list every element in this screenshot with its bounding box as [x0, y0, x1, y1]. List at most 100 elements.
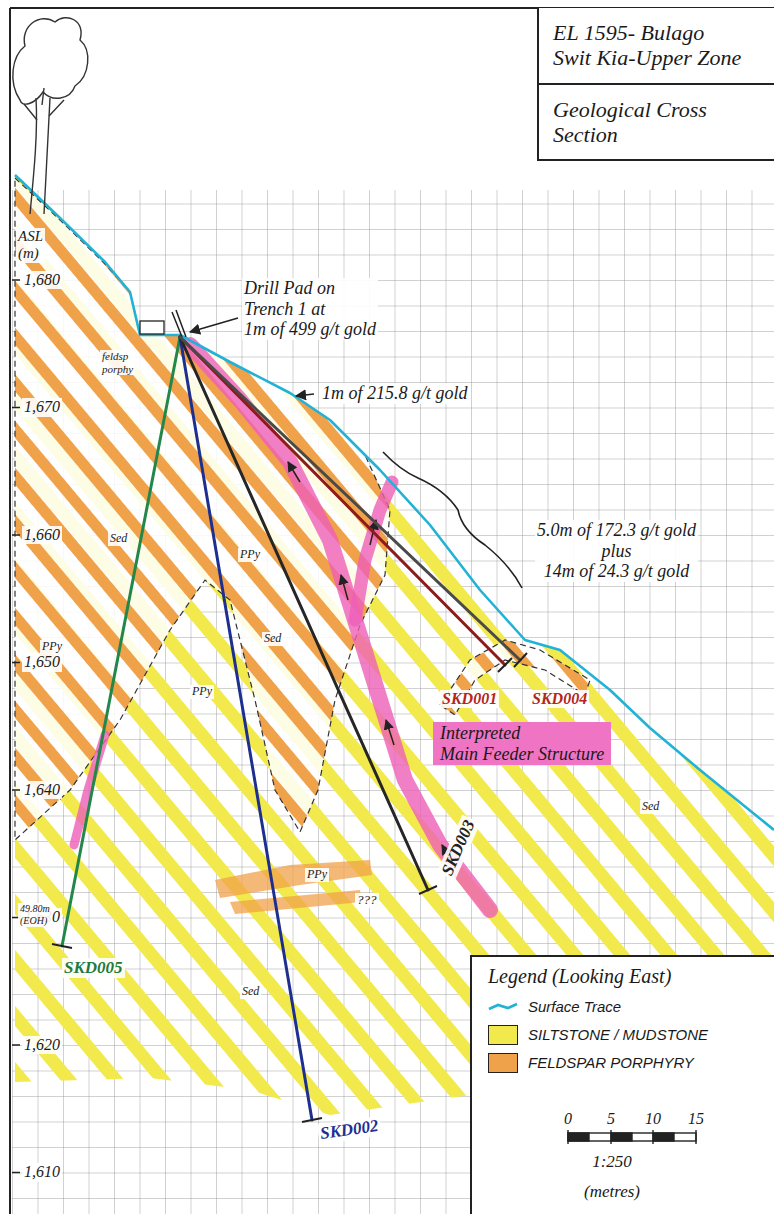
scale-ticks — [568, 1130, 696, 1144]
text-line: Interpreted — [440, 723, 520, 744]
rock-annotation: Sed — [262, 632, 283, 646]
end-tick — [419, 886, 437, 894]
text-line: (EOH) — [20, 915, 47, 927]
leader-arrow — [190, 318, 238, 332]
rock-annotation: Sed — [240, 985, 261, 999]
hole-label: SKD001 — [440, 690, 499, 708]
porphyry-sill — [230, 890, 362, 914]
hole-label: SKD003 — [436, 815, 479, 880]
rock-annotation: feldsp porphy — [100, 350, 135, 375]
elevation-label: 1,610 — [22, 1163, 62, 1181]
legend-swatch — [488, 1053, 518, 1073]
legend-swatch — [488, 1025, 518, 1045]
subtitle-text: Geological Cross Section — [539, 85, 774, 160]
hole-label: SKD004 — [530, 690, 589, 708]
text-line: 1m of 499 g/t gold — [244, 319, 376, 340]
drill-hole — [180, 337, 312, 1120]
scale-number: 15 — [688, 1110, 704, 1128]
callout-note: 5.0m of 172.3 g/t gold plus 14m of 24.3 … — [535, 520, 698, 582]
porphyry-lens — [440, 640, 590, 715]
scale-segment — [611, 1133, 632, 1141]
scale-number: 5 — [607, 1110, 615, 1128]
tick — [12, 280, 20, 1173]
legend-text: Surface Trace — [528, 998, 621, 1015]
callout-note: 1m of 215.8 g/t gold — [320, 383, 470, 404]
frame — [10, 8, 774, 1214]
rock-annotation: PPy — [238, 548, 262, 562]
legend-box: Legend (Looking East) Surface TraceSILTST… — [470, 955, 774, 1214]
axis-title: ASL (m) — [16, 228, 45, 263]
end-tick — [514, 653, 527, 667]
rock-annotation: PPy — [40, 640, 64, 654]
tree — [13, 18, 88, 214]
query-note: ??? — [355, 893, 379, 908]
rock-annotation: Sed — [108, 532, 129, 546]
drill-hole — [180, 337, 428, 890]
flow-arrow — [341, 575, 348, 600]
scale-unit: (metres) — [584, 1182, 640, 1202]
legend-entry: FELDSPAR PORPHYRY — [488, 1052, 774, 1074]
legend-heading: Legend (Looking East) — [488, 965, 774, 996]
drill-rig — [172, 310, 186, 337]
porphyry-underlay — [15, 178, 390, 840]
structure-label: Interpreted Main Feeder Structure — [433, 722, 611, 765]
text-line: Main Feeder Structure — [440, 744, 604, 765]
elevation-label: 1,650 — [22, 653, 62, 671]
text-line: EL 1595- Bulago — [553, 20, 704, 45]
legend-entry: SILTSTONE / MUDSTONE — [488, 1024, 774, 1046]
legend-text: FELDSPAR PORPHYRY — [528, 1054, 694, 1071]
flow-arrow — [386, 720, 394, 745]
elevation-label: 1,660 — [22, 526, 62, 544]
text-line: (m) — [18, 245, 39, 262]
hole-label: SKD005 — [62, 958, 125, 978]
scale-segment — [568, 1133, 589, 1141]
surface-trace — [15, 175, 774, 830]
elevation-ticks — [12, 280, 20, 1173]
depth-note: 49.80m (EOH) — [18, 903, 52, 926]
drill-hole — [62, 337, 180, 946]
text-line: ASL — [18, 228, 43, 245]
legend-line-sample — [488, 999, 518, 1015]
elevation-label: 1,680 — [22, 271, 62, 289]
text-line: Section — [553, 122, 618, 147]
hole-end-ticks — [52, 653, 527, 1122]
tree-canopy — [13, 18, 88, 104]
elevation-label: 1,620 — [22, 1036, 62, 1054]
surface-trace-sample — [489, 1004, 517, 1009]
title-box: EL 1595- Bulago Swit Kia-Upper ZoneGeolo… — [537, 8, 774, 161]
text-line: 14m of 24.3 g/t gold — [544, 561, 690, 582]
flow-arrow — [288, 462, 300, 482]
feldspar-porphyry-body — [15, 178, 390, 840]
porphyry-lens — [440, 640, 590, 715]
drill-hole — [180, 337, 505, 665]
text-line: Trench 1 at — [244, 299, 325, 320]
scale-frame — [568, 1133, 696, 1141]
drill-holes — [62, 337, 520, 1120]
rock-annotation: PPy — [190, 685, 214, 699]
drill-pad — [140, 321, 164, 334]
end-tick — [52, 944, 72, 948]
bracket — [383, 452, 522, 588]
text-line: feldsp — [102, 350, 128, 363]
rock-annotation: PPy — [305, 868, 329, 882]
legend-text: SILTSTONE / MUDSTONE — [528, 1026, 708, 1043]
flow-arrows — [288, 462, 455, 868]
end-tick — [302, 1118, 322, 1122]
title-text: EL 1595- Bulago Swit Kia-Upper Zone — [539, 8, 774, 85]
legend-ground — [470, 955, 774, 1214]
hole-label: SKD002 — [317, 1116, 382, 1144]
scale-segment — [653, 1133, 674, 1141]
scale-number: 0 — [564, 1110, 572, 1128]
text-line: 5.0m of 172.3 g/t gold — [537, 520, 696, 541]
feeder-label: Interpreted Main Feeder Structure — [433, 722, 611, 765]
elevation-label: 1,640 — [22, 781, 62, 799]
text-line: Geological Cross — [553, 97, 707, 122]
legend-entry: Surface Trace — [488, 996, 774, 1018]
text-line: Swit Kia-Upper Zone — [553, 45, 741, 70]
text-line: 49.80m — [20, 903, 50, 915]
siltstone-ground — [15, 175, 774, 1115]
text-line: Drill Pad on — [244, 278, 335, 299]
text-line: plus — [602, 541, 632, 562]
